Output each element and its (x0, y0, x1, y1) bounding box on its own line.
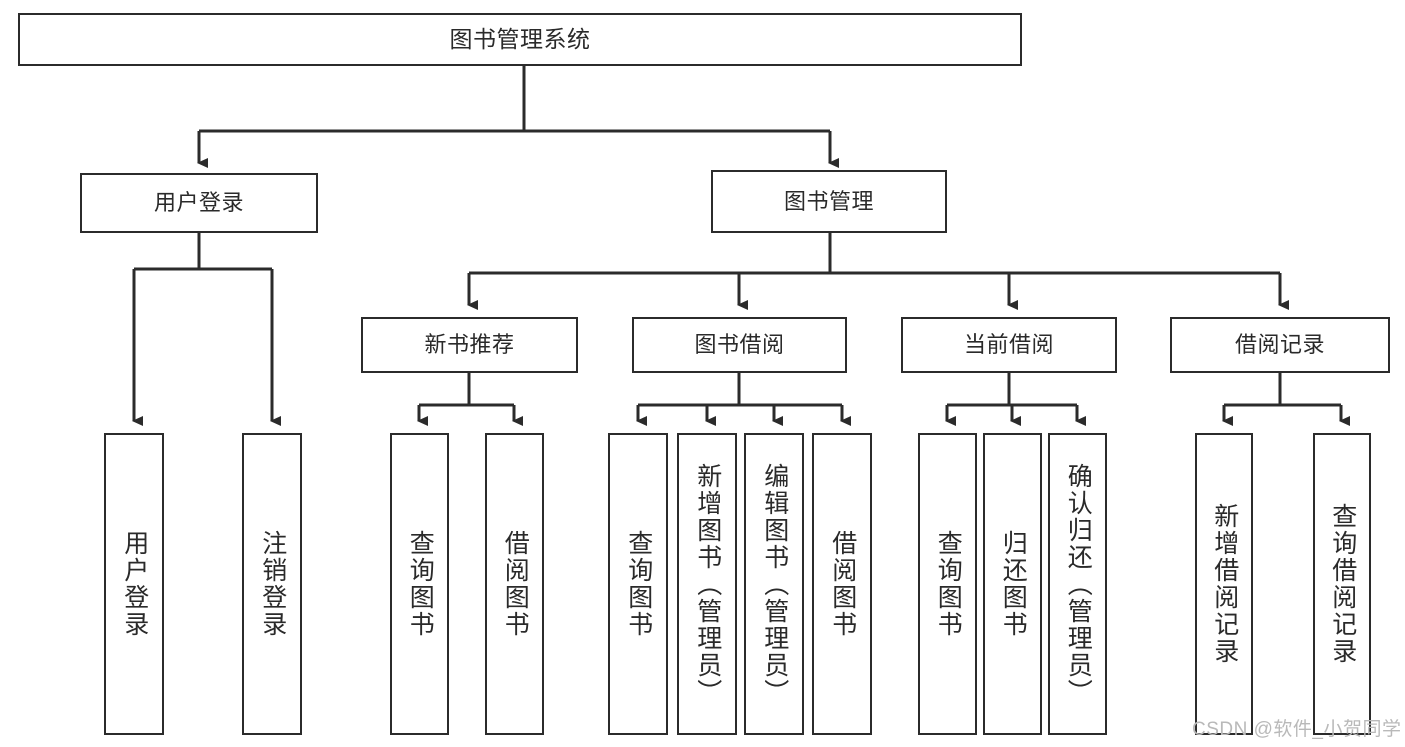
node-current-borrow[interactable]: 当前借阅 (901, 317, 1117, 373)
node-leaf-borrow-book-rec[interactable]: 借阅图书 (485, 433, 544, 735)
node-leaf-query-record-label: 查询借阅记录 (1328, 503, 1357, 665)
watermark-text: CSDN @软件_小贺同学 (1192, 719, 1402, 740)
node-book-borrow[interactable]: 图书借阅 (632, 317, 847, 373)
node-leaf-user-logout[interactable]: 注销登录 (242, 433, 302, 735)
node-leaf-return-book[interactable]: 归还图书 (983, 433, 1042, 735)
node-leaf-borrow-book-b[interactable]: 借阅图书 (812, 433, 872, 735)
node-leaf-confirm-return[interactable]: 确认归还（管理员） (1048, 433, 1107, 735)
node-leaf-query-book-c[interactable]: 查询图书 (918, 433, 977, 735)
node-leaf-edit-book[interactable]: 编辑图书（管理员） (744, 433, 804, 735)
node-leaf-user-login[interactable]: 用户登录 (104, 433, 164, 735)
node-leaf-user-login-label: 用户登录 (120, 530, 149, 638)
node-leaf-query-book-b[interactable]: 查询图书 (608, 433, 668, 735)
node-leaf-edit-book-label: 编辑图书（管理员） (760, 462, 789, 706)
node-leaf-query-record[interactable]: 查询借阅记录 (1313, 433, 1371, 735)
node-leaf-add-record[interactable]: 新增借阅记录 (1195, 433, 1253, 735)
node-leaf-query-book-rec[interactable]: 查询图书 (390, 433, 449, 735)
node-book-manage-label: 图书管理 (783, 188, 874, 214)
node-leaf-add-book-label: 新增图书（管理员） (693, 462, 722, 706)
node-new-book-rec-label: 新书推荐 (424, 332, 515, 358)
node-leaf-confirm-return-label: 确认归还（管理员） (1064, 462, 1093, 706)
node-root[interactable]: 图书管理系统 (18, 13, 1022, 66)
node-leaf-query-book-rec-label: 查询图书 (406, 530, 435, 638)
node-book-borrow-label: 图书借阅 (694, 332, 785, 358)
node-leaf-add-book[interactable]: 新增图书（管理员） (677, 433, 737, 735)
node-leaf-query-book-b-label: 查询图书 (624, 530, 653, 638)
node-user-login[interactable]: 用户登录 (80, 173, 318, 233)
node-leaf-borrow-book-b-label: 借阅图书 (828, 530, 857, 638)
node-new-book-rec[interactable]: 新书推荐 (361, 317, 578, 373)
node-leaf-add-record-label: 新增借阅记录 (1210, 503, 1239, 665)
node-leaf-return-book-label: 归还图书 (999, 530, 1028, 638)
node-leaf-query-book-c-label: 查询图书 (934, 530, 963, 638)
node-book-manage[interactable]: 图书管理 (711, 170, 947, 233)
node-user-login-label: 用户登录 (153, 190, 244, 216)
node-leaf-borrow-book-rec-label: 借阅图书 (501, 530, 530, 638)
node-leaf-user-logout-label: 注销登录 (258, 530, 287, 638)
node-borrow-record-label: 借阅记录 (1234, 332, 1325, 358)
node-root-label: 图书管理系统 (449, 25, 591, 52)
node-borrow-record[interactable]: 借阅记录 (1170, 317, 1390, 373)
node-current-borrow-label: 当前借阅 (963, 332, 1054, 358)
